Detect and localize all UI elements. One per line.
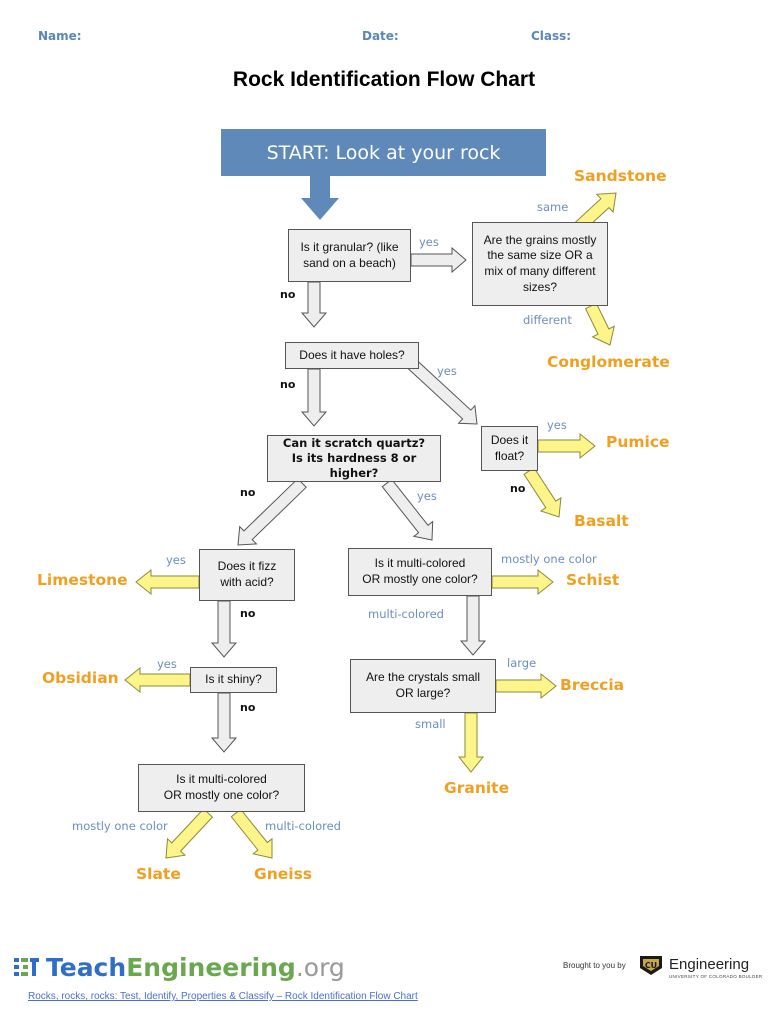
arrow-granular-yes [410, 246, 467, 274]
question-holes: Does it have holes? [285, 342, 419, 369]
label-multi-colored-right: multi-colored [368, 607, 444, 621]
arrow-holes-no [300, 368, 328, 427]
page-title: Rock Identification Flow Chart [232, 68, 536, 91]
label-mostly-one-color-right: mostly one color [501, 552, 597, 566]
arrow-to-pumice [537, 432, 596, 460]
result-conglomerate: Conglomerate [547, 353, 670, 371]
logo-text-engineering: Engineering [126, 952, 296, 982]
label-yes-fizz: yes [166, 553, 186, 567]
label-no-holes: no [280, 378, 296, 391]
arrow-holes-yes [407, 358, 478, 425]
footer-link[interactable]: Rocks, rocks, rocks: Test, Identify, Pro… [28, 991, 418, 1002]
question-scratch-quartz: Can it scratch quartz? Is its hardness 8… [267, 435, 441, 482]
result-granite: Granite [444, 779, 510, 797]
result-gneiss: Gneiss [254, 865, 313, 883]
result-sandstone: Sandstone [574, 167, 667, 185]
result-basalt: Basalt [574, 512, 629, 530]
arrow-to-granite [457, 712, 485, 773]
arrow-to-conglomerate [584, 302, 615, 346]
question-shiny: Is it shiny? [190, 667, 277, 693]
arrow-to-limestone [135, 568, 200, 596]
question-multicolor-left: Is it multi-colored OR mostly one color? [138, 764, 305, 812]
logo-text-org: .org [295, 952, 345, 982]
label-yes-float: yes [547, 418, 567, 432]
label-different: different [523, 313, 572, 327]
result-schist: Schist [566, 571, 620, 589]
arrow-shiny-no [210, 692, 238, 753]
question-float: Does it float? [481, 426, 538, 471]
class-label: Class: [531, 29, 572, 43]
label-no-float: no [510, 482, 526, 495]
label-yes-scratch: yes [417, 489, 437, 503]
label-small: small [415, 717, 446, 731]
label-yes-shiny: yes [157, 657, 177, 671]
arrow-to-schist [491, 568, 554, 596]
label-same: same [537, 200, 569, 214]
start-box: START: Look at your rock [221, 129, 546, 176]
result-pumice: Pumice [606, 433, 670, 451]
result-breccia: Breccia [560, 676, 625, 694]
arrow-to-obsidian [124, 666, 191, 694]
label-large: large [507, 656, 537, 670]
question-crystal-size: Are the crystals small OR large? [350, 659, 496, 713]
arrow-to-slate [165, 808, 214, 859]
label-yes-granular: yes [419, 235, 439, 249]
label-multi-colored-left: multi-colored [265, 819, 341, 833]
label-yes-holes: yes [437, 364, 457, 378]
question-grain-size: Are the grains mostly the same size OR a… [472, 222, 608, 306]
label-no-shiny: no [240, 701, 256, 714]
label-no-granular: no [280, 288, 296, 301]
arrow-to-gneiss [230, 808, 273, 859]
engineering-wordmark: Engineering [669, 956, 750, 973]
date-label: Date: [362, 29, 399, 43]
arrow-fizz-no [210, 600, 238, 658]
cu-boulder-logo-icon: CU [640, 956, 662, 975]
start-arrow [301, 176, 339, 220]
arrow-to-breccia [495, 672, 557, 700]
question-fizz-acid: Does it fizz with acid? [199, 549, 295, 601]
name-label: Name: [38, 29, 82, 43]
label-no-scratch: no [240, 486, 256, 499]
teachengineering-logo-icon [14, 955, 40, 979]
result-obsidian: Obsidian [42, 669, 119, 687]
arrow-scratch-no [237, 477, 307, 546]
question-multicolor-right: Is it multi-colored OR mostly one color? [348, 548, 492, 596]
result-limestone: Limestone [37, 571, 128, 589]
logo-text-teach: Teach [46, 952, 127, 982]
arrow-scratch-yes [381, 478, 434, 541]
label-no-fizz: no [240, 607, 256, 620]
question-granular: Is it granular? (like sand on a beach) [288, 229, 411, 282]
label-mostly-one-color-left: mostly one color [72, 819, 168, 833]
university-wordmark: UNIVERSITY OF COLORADO BOULDER [669, 974, 763, 979]
arrow-to-basalt [523, 467, 562, 518]
arrow-granular-no [300, 281, 328, 328]
result-slate: Slate [136, 865, 181, 883]
arrow-multicolor-right-multi [459, 595, 487, 656]
svg-text:CU: CU [645, 961, 657, 970]
brought-to-you-by: Brought to you by [563, 961, 626, 970]
